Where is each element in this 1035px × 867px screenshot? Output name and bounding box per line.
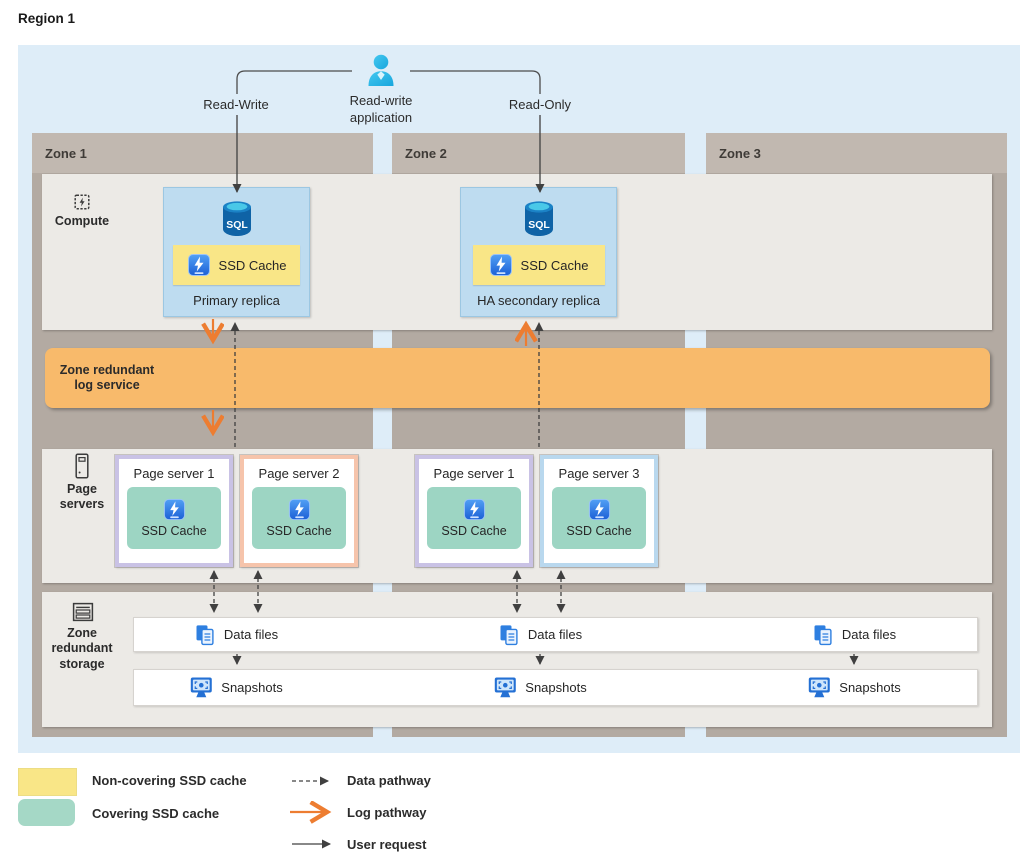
snapshots-item-zone1: Snapshots	[189, 669, 283, 706]
data-files-label: Data files	[841, 627, 897, 642]
ssd-disk-icon	[489, 254, 512, 276]
ssd-disk-icon	[463, 498, 485, 521]
files-icon	[814, 624, 832, 645]
data-files-item-zone1: Data files	[194, 617, 278, 652]
ssd-disk-icon	[588, 498, 610, 521]
ssd-disk-icon	[187, 254, 210, 276]
log-service-band	[45, 348, 990, 408]
storage-band	[42, 592, 992, 727]
secondary-ssd-cache: SSD Cache	[472, 245, 605, 285]
storage-label-line1: Zone	[67, 626, 97, 640]
snapshots-label: Snapshots	[839, 680, 901, 695]
page-server-title: Page server 1	[133, 466, 215, 481]
legend-covering-swatch	[18, 799, 75, 826]
log-service-label: Zone redundant log service	[48, 363, 166, 394]
data-files-item-zone2: Data files	[498, 617, 582, 652]
app-label-line2: application	[349, 109, 413, 125]
snapshots-item-zone2: Snapshots	[493, 669, 587, 706]
zone1-header: Zone 1	[32, 133, 373, 173]
page-servers-label-line2: servers	[59, 497, 105, 512]
person-icon	[368, 54, 394, 86]
primary-ssd-cache: SSD Cache	[173, 245, 300, 285]
snapshots-label: Snapshots	[221, 680, 283, 695]
covering-ssd-cache: SSD Cache	[252, 487, 346, 549]
log-service-label-line2: log service	[74, 378, 140, 393]
region-title: Region 1	[18, 11, 76, 26]
legend-user-request-label: User request	[347, 837, 427, 852]
snapshot-monitor-icon	[808, 677, 830, 698]
app-label: Read-write application	[326, 93, 436, 127]
secondary-ssd-cache-label: SSD Cache	[520, 257, 589, 273]
primary-ssd-cache-label: SSD Cache	[218, 257, 287, 273]
page-server-title: Page server 2	[258, 466, 340, 481]
snapshot-monitor-icon	[494, 677, 516, 698]
compute-section-label: Compute	[54, 214, 110, 228]
ssd-cache-label: SSD Cache	[266, 524, 332, 538]
ssd-disk-icon	[288, 498, 310, 521]
page-server-title: Page server 1	[433, 466, 515, 481]
page-server-box-3: Page server 1 SSD Cache	[415, 455, 533, 567]
snapshots-label: Snapshots	[525, 680, 587, 695]
zone3-label: Zone 3	[719, 145, 761, 161]
page-server-box-4: Page server 3 SSD Cache	[540, 455, 658, 567]
page-server-title: Page server 3	[558, 466, 640, 481]
svg-text:SQL: SQL	[226, 219, 248, 231]
covering-ssd-cache: SSD Cache	[127, 487, 221, 549]
data-files-label: Data files	[223, 627, 279, 642]
chip-icon	[74, 194, 90, 210]
log-service-label-line1: Zone redundant	[59, 363, 155, 377]
ssd-cache-label: SSD Cache	[566, 524, 632, 538]
storage-stack-icon	[72, 602, 94, 622]
primary-replica-title: Primary replica	[193, 293, 280, 308]
ha-secondary-replica-box: SQL SSD Cache HA secondary replica	[460, 187, 617, 317]
storage-section-label: Zone redundant storage	[42, 626, 122, 672]
covering-ssd-cache: SSD Cache	[552, 487, 646, 549]
page-server-box-1: Page server 1 SSD Cache	[115, 455, 233, 567]
ssd-disk-icon	[163, 498, 185, 521]
storage-label-line2: redundant	[51, 641, 113, 656]
svg-text:SQL: SQL	[528, 219, 550, 231]
data-files-item-zone3: Data files	[812, 617, 896, 652]
legend-log-pathway-label: Log pathway	[347, 805, 427, 820]
snapshot-monitor-icon	[190, 677, 212, 698]
sql-database-icon: SQL	[222, 201, 251, 236]
page-servers-label-line1: Page	[67, 482, 97, 496]
sql-database-icon: SQL	[524, 201, 553, 236]
data-files-label: Data files	[527, 627, 583, 642]
app-label-line1: Read-write	[349, 93, 413, 108]
snapshots-row	[133, 669, 978, 706]
files-icon	[196, 624, 214, 645]
zone2-label: Zone 2	[405, 145, 447, 161]
read-only-label: Read-Only	[508, 97, 572, 112]
primary-replica-box: SQL SSD Cache Primary replica	[163, 187, 310, 317]
legend-non-covering-swatch	[18, 768, 77, 796]
zone3-header: Zone 3	[706, 133, 1007, 173]
zone1-label: Zone 1	[45, 145, 87, 161]
legend-data-pathway-label: Data pathway	[347, 773, 431, 788]
legend-non-covering-label: Non-covering SSD cache	[92, 773, 247, 788]
storage-label-line3: storage	[59, 656, 105, 671]
snapshots-item-zone3: Snapshots	[807, 669, 901, 706]
data-files-row	[133, 617, 978, 652]
page-server-box-2: Page server 2 SSD Cache	[240, 455, 358, 567]
ha-secondary-replica-title: HA secondary replica	[477, 293, 600, 308]
legend-covering-label: Covering SSD cache	[92, 806, 220, 821]
files-icon	[500, 624, 518, 645]
server-tower-icon	[75, 453, 89, 479]
read-write-label: Read-Write	[203, 97, 269, 112]
zone2-header: Zone 2	[392, 133, 685, 173]
ssd-cache-label: SSD Cache	[441, 524, 507, 538]
ssd-cache-label: SSD Cache	[141, 524, 207, 538]
covering-ssd-cache: SSD Cache	[427, 487, 521, 549]
page-servers-section-label: Page servers	[50, 482, 114, 513]
